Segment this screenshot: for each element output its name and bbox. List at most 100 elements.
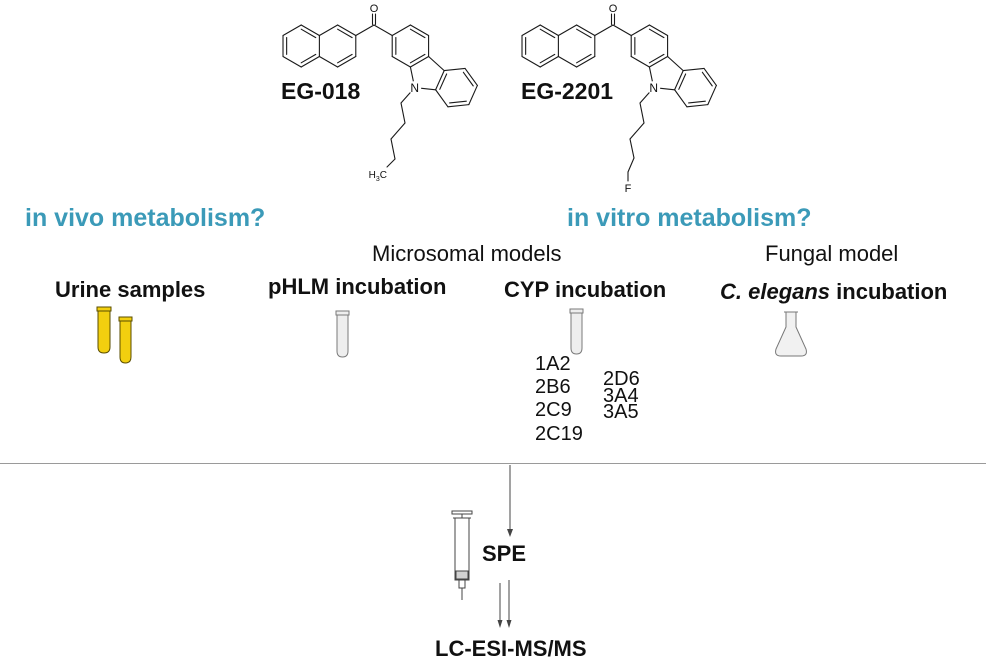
double-bond	[337, 28, 353, 39]
methyl-c: C	[380, 170, 387, 181]
bond	[674, 89, 688, 108]
bond	[557, 55, 578, 68]
double-bond	[300, 28, 317, 39]
bond	[648, 24, 669, 37]
test-tube-icon	[335, 310, 350, 358]
bond	[521, 24, 541, 37]
double-bond	[701, 71, 713, 87]
test-tube-icon	[569, 308, 584, 355]
double-bond	[409, 28, 426, 39]
bond	[409, 55, 430, 68]
arrow-down-icon	[507, 465, 513, 537]
eg-018-structure	[282, 13, 478, 168]
bond	[409, 24, 430, 37]
arrow-down-icon	[497, 583, 503, 628]
bond	[707, 84, 717, 106]
cyp-isoform-list: 1A2 2B6 2C9 2C19 2D6 3A4 3A5	[535, 353, 640, 445]
cyp-incubation-label: CYP incubation	[504, 277, 666, 302]
test-tube-icon	[96, 306, 112, 354]
bond	[447, 104, 470, 108]
bond	[576, 55, 596, 68]
eg-018-atom-labels: O N H3C	[369, 3, 422, 183]
cyp-isoform: 2B6	[535, 376, 571, 398]
elegans-incubation-label: C. elegans incubation	[720, 279, 947, 304]
compound-name-eg-018: EG-018	[281, 78, 360, 104]
bond	[639, 102, 645, 124]
bond	[612, 24, 632, 37]
cyp-isoform: 2C9	[535, 399, 572, 421]
bond	[337, 24, 357, 37]
double-bond	[678, 73, 687, 90]
bond	[539, 55, 559, 68]
syringe-icon	[451, 510, 473, 600]
bond	[630, 55, 650, 68]
double-bond	[462, 71, 474, 87]
bond	[630, 24, 650, 37]
bond	[674, 70, 684, 91]
bond	[667, 55, 684, 72]
bond	[703, 67, 717, 86]
bond	[386, 158, 396, 168]
cyp-isoform: 3A5	[603, 401, 639, 423]
arrow-down-icon	[506, 580, 512, 628]
cyp-isoform: 2D6	[603, 368, 640, 390]
double-bond	[337, 53, 353, 64]
nitrogen-mask	[408, 81, 422, 95]
bond	[648, 55, 669, 68]
lc-esi-ms-ms-label: LC-ESI-MS/MS	[435, 636, 587, 659]
bond	[355, 24, 375, 37]
double-bond	[449, 100, 467, 104]
double-bond	[539, 53, 556, 64]
test-tube-icon	[118, 316, 133, 364]
bond	[682, 67, 705, 72]
nitrogen-label: N	[649, 81, 658, 95]
compound-name-eg-2201: EG-2201	[521, 78, 613, 104]
bond	[576, 24, 596, 37]
bond	[435, 70, 445, 91]
double-bond	[648, 28, 665, 39]
bond	[629, 138, 635, 159]
fluorine-label: F	[625, 183, 632, 195]
bond	[318, 55, 339, 68]
methyl-h: H	[369, 170, 376, 181]
urine-samples-label: Urine samples	[55, 277, 205, 302]
methyl-terminal-label: H3C	[369, 170, 387, 183]
elegans-species: C. elegans	[720, 279, 830, 304]
phlm-incubation-label: pHLM incubation	[268, 274, 446, 299]
cyp-isoform: 1A2	[535, 353, 571, 375]
bond	[468, 84, 478, 106]
oxygen-label: O	[370, 3, 379, 15]
bond	[337, 55, 357, 68]
microsomal-models-label: Microsomal models	[372, 241, 562, 266]
bond	[435, 89, 449, 108]
bond	[318, 24, 339, 37]
fungal-model-label: Fungal model	[765, 241, 898, 266]
double-bond	[576, 28, 592, 39]
bond	[539, 24, 559, 37]
in-vitro-heading: in vitro metabolism?	[567, 204, 811, 232]
bond	[391, 55, 411, 68]
bond	[594, 24, 614, 37]
bond	[282, 55, 302, 68]
in-vivo-heading: in vivo metabolism?	[25, 204, 265, 232]
methyl-subscript: 3	[376, 176, 380, 183]
elegans-suffix: incubation	[830, 279, 947, 304]
double-bond	[409, 53, 426, 64]
nitrogen-label: N	[410, 81, 419, 95]
bond	[521, 55, 541, 68]
bond	[390, 138, 396, 160]
bond	[300, 24, 320, 37]
cyp-isoform: 3A4	[603, 385, 639, 407]
bond	[464, 67, 478, 86]
bond	[300, 55, 320, 68]
spe-label: SPE	[482, 541, 526, 566]
bond	[428, 55, 445, 72]
double-bond	[439, 73, 448, 90]
bond	[686, 104, 709, 108]
double-bond	[576, 53, 592, 64]
oxygen-label: O	[609, 3, 618, 15]
bond	[400, 102, 406, 124]
bond	[443, 67, 466, 72]
cyp-isoform: 2C19	[535, 423, 583, 445]
nitrogen-mask	[647, 81, 661, 95]
